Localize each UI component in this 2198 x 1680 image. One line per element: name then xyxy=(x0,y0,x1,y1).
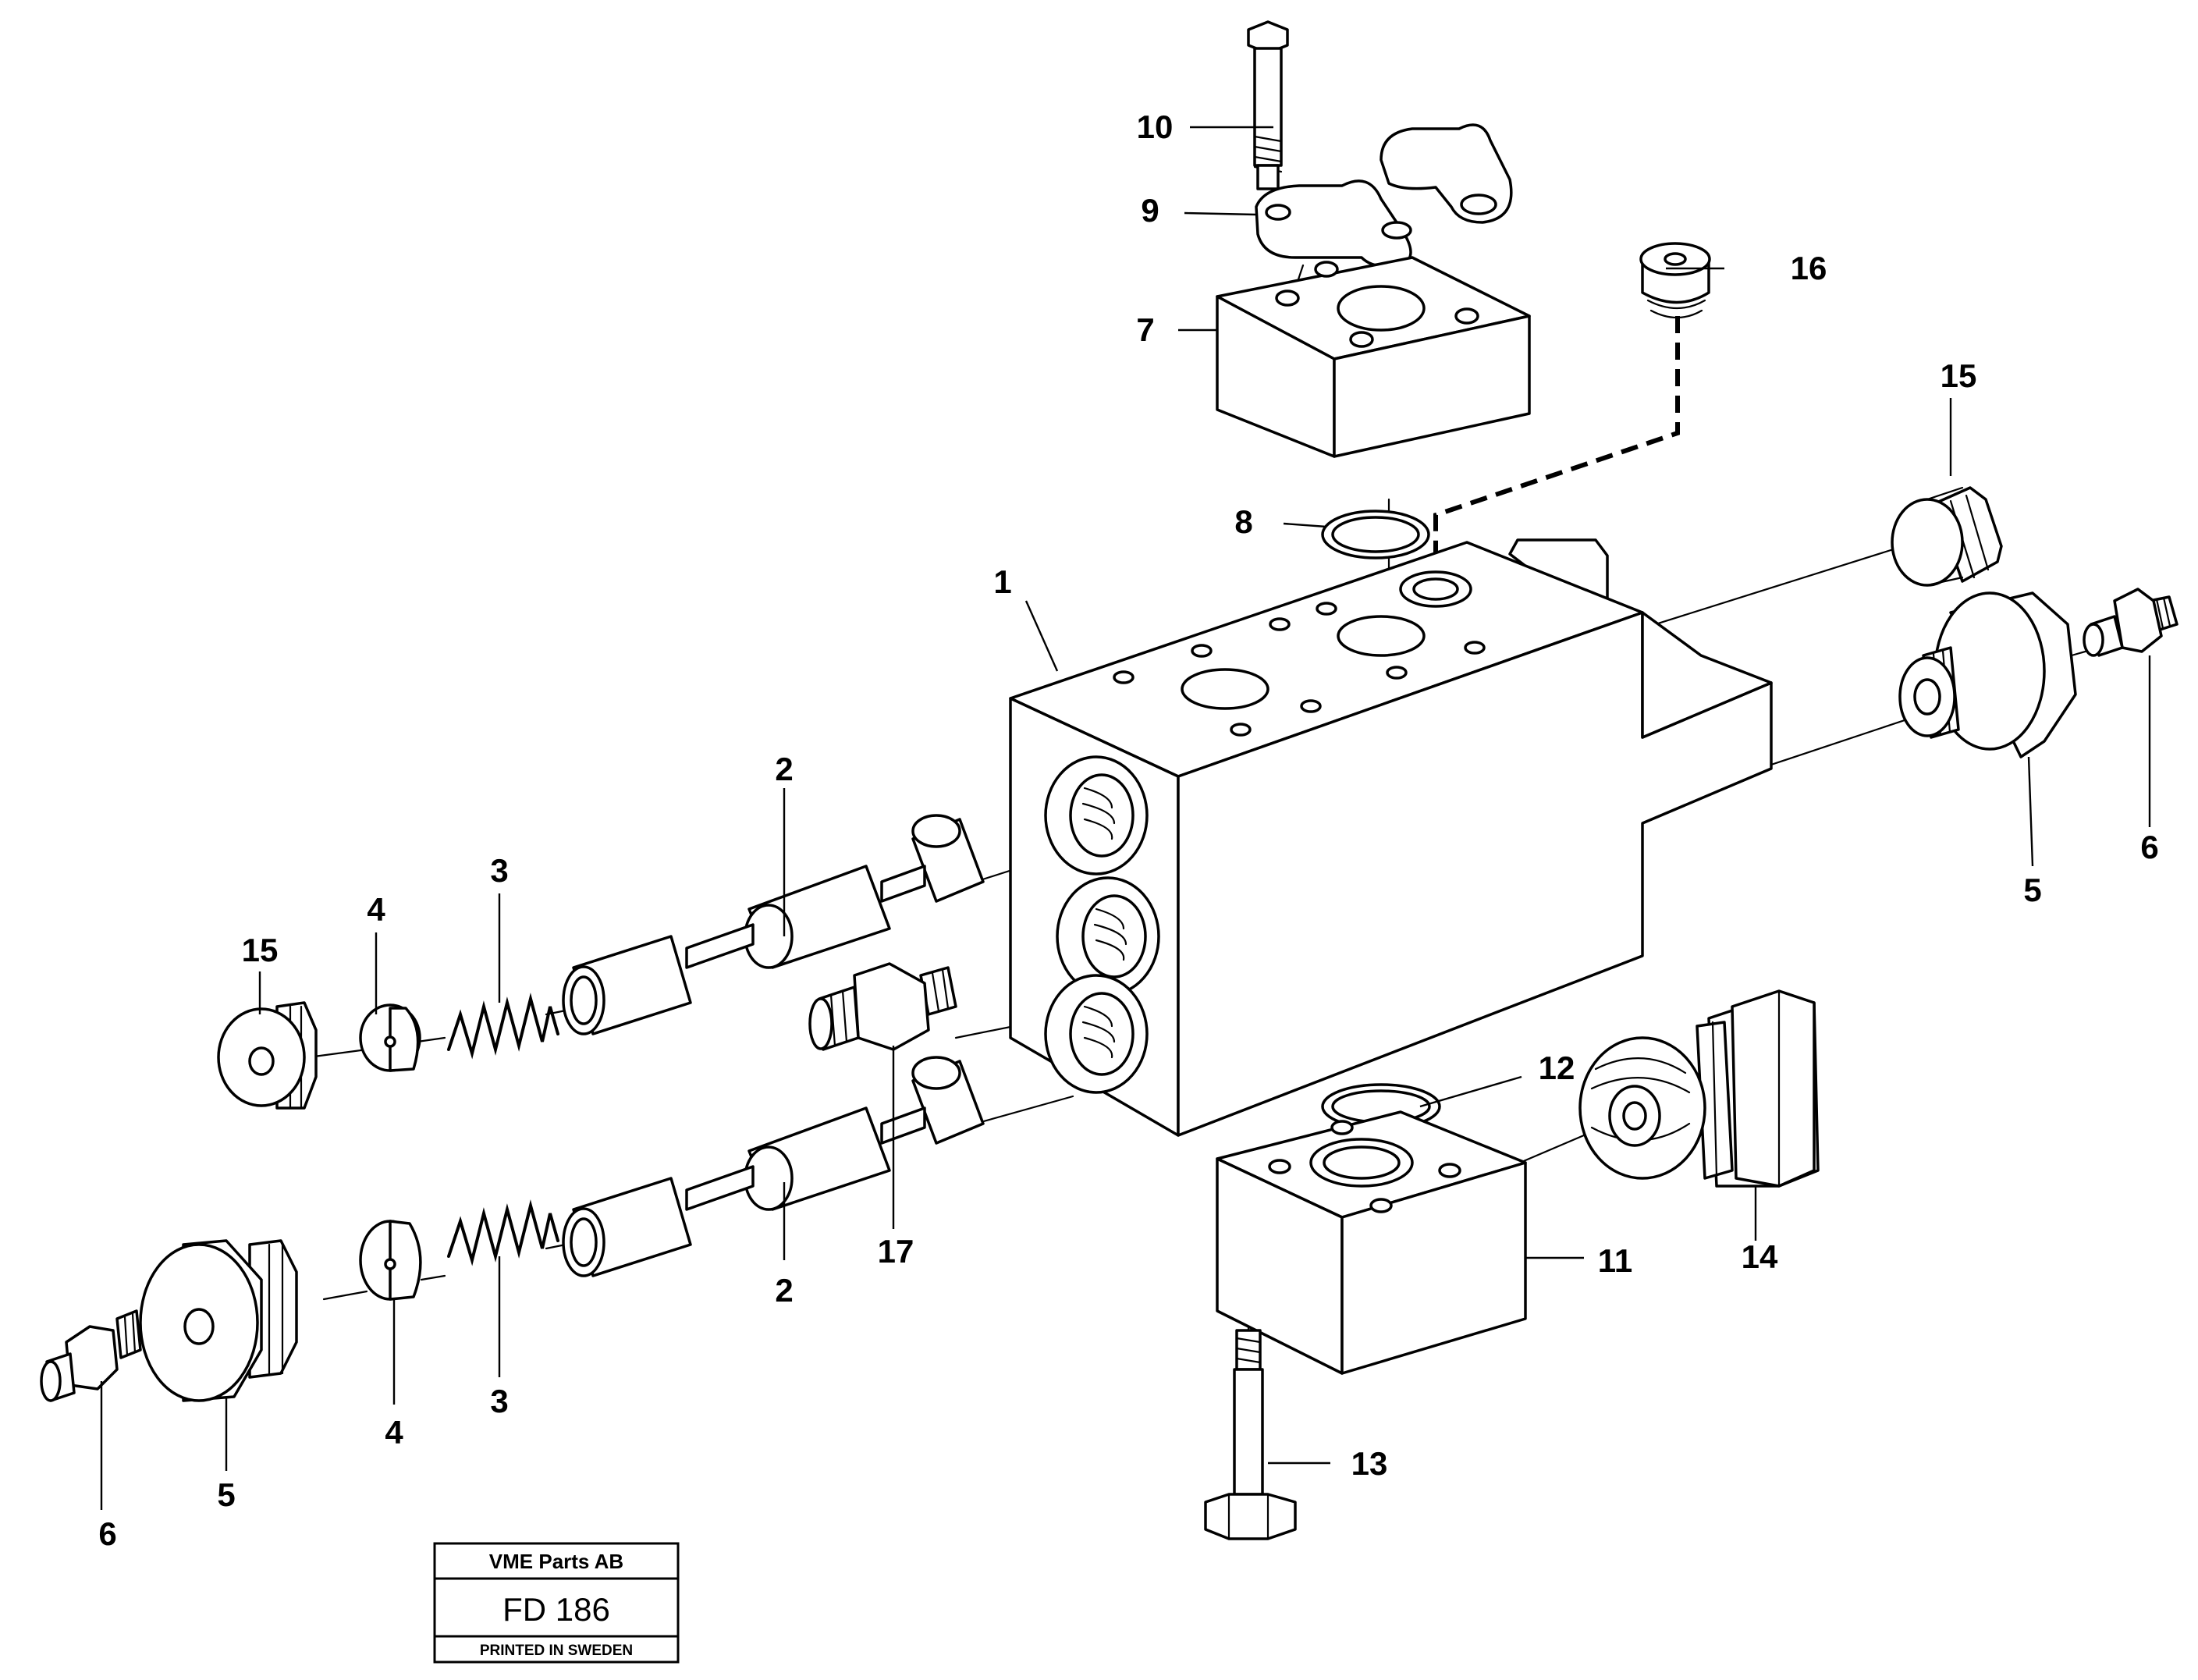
callout-2-lower: 2 xyxy=(775,1272,793,1309)
stamp-printed: PRINTED IN SWEDEN xyxy=(480,1643,633,1659)
spring-3-lower xyxy=(447,1199,559,1266)
flange-block-11 xyxy=(1216,1110,1527,1375)
callout-4-upper: 4 xyxy=(367,891,385,928)
washer-4-lower xyxy=(359,1220,422,1301)
callout-15-left: 15 xyxy=(242,932,279,968)
callout-9: 9 xyxy=(1141,192,1159,229)
stamp-company: VME Parts AB xyxy=(489,1550,623,1573)
callout-labels: 1 2 2 3 3 4 4 5 5 6 6 7 8 9 10 11 12 13 … xyxy=(98,108,2158,1552)
nipple-6-right xyxy=(2083,588,2178,657)
callout-17: 17 xyxy=(878,1233,914,1270)
washer-4-upper xyxy=(359,1003,421,1072)
flange-block-7 xyxy=(1216,256,1531,458)
callout-14: 14 xyxy=(1742,1238,1778,1275)
bolt-10 xyxy=(1247,20,1289,190)
valve-cap-5-left xyxy=(139,1239,298,1402)
drawing-stamp: VME Parts AB FD 186 PRINTED IN SWEDEN xyxy=(433,1542,680,1664)
bolt-13 xyxy=(1204,1329,1297,1540)
callout-3-lower: 3 xyxy=(490,1383,508,1419)
callout-1: 1 xyxy=(993,563,1011,600)
dashed-connection-line xyxy=(1433,316,1680,574)
callout-3-upper: 3 xyxy=(490,852,508,889)
nipple-6-left xyxy=(40,1309,142,1402)
nipple-17 xyxy=(808,962,957,1051)
callout-10: 10 xyxy=(1137,108,1174,145)
callout-5-right: 5 xyxy=(2023,872,2041,908)
spool-2-lower xyxy=(562,1056,985,1277)
callout-7: 7 xyxy=(1136,311,1154,348)
callout-2-upper: 2 xyxy=(775,751,793,787)
spring-3-upper xyxy=(447,993,559,1060)
callout-4-lower: 4 xyxy=(385,1414,403,1451)
callout-12: 12 xyxy=(1539,1050,1575,1086)
o-ring-8 xyxy=(1321,510,1430,559)
callout-8: 8 xyxy=(1234,503,1252,540)
callout-6-right: 6 xyxy=(2140,829,2158,865)
valve-cap-5-right xyxy=(1898,591,2077,758)
plug-15-right xyxy=(1891,486,2003,587)
callout-5-left: 5 xyxy=(217,1476,235,1513)
callout-16: 16 xyxy=(1791,250,1827,286)
callout-15-right: 15 xyxy=(1941,357,1977,394)
spool-2-upper xyxy=(562,814,985,1035)
callout-6-left: 6 xyxy=(98,1515,116,1552)
valve-housing-1 xyxy=(1009,538,1773,1137)
flange-clamp-9 xyxy=(1255,123,1513,268)
plug-15-left xyxy=(217,1001,318,1110)
plug-16 xyxy=(1639,242,1711,318)
leader-lines xyxy=(100,126,2151,1510)
fitting-14 xyxy=(1578,989,1820,1188)
stamp-code: FD 186 xyxy=(502,1591,610,1628)
callout-11: 11 xyxy=(1598,1242,1632,1279)
callout-13: 13 xyxy=(1351,1445,1388,1482)
